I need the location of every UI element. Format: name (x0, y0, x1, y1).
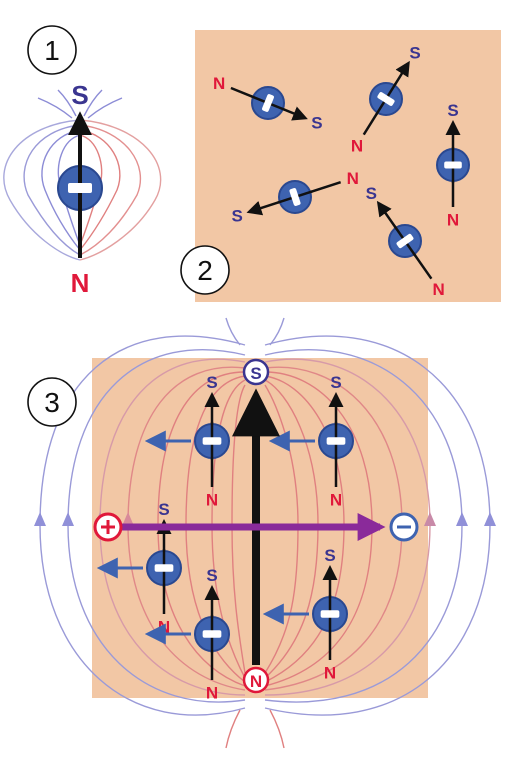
plus-circle-icon (93, 512, 123, 542)
field-line (225, 709, 241, 749)
electron-bar (262, 94, 274, 112)
badge-circle (27, 25, 77, 75)
pole-label-s: S (324, 546, 335, 565)
pole-label-s: S (409, 44, 420, 63)
pole-label-n: N (433, 280, 445, 299)
pole-label-s: S (71, 80, 88, 110)
electron-bar (202, 437, 222, 445)
pole-label-n: N (330, 491, 342, 510)
pole-label-n: N (71, 268, 90, 298)
panel-number: 3 (44, 387, 60, 418)
electron-bar (377, 92, 395, 106)
field-line (41, 129, 81, 251)
field-line (3, 119, 81, 261)
electron-bar (68, 183, 92, 193)
electron-magnet: SN (144, 373, 230, 510)
pole-label-s: S (232, 207, 243, 226)
pole-label-s: S (206, 566, 217, 585)
field-line (79, 129, 121, 251)
current-flow (93, 512, 419, 542)
main-n-pole-badge (242, 666, 270, 694)
pole-label-n: N (324, 664, 336, 683)
panel-number: 2 (197, 255, 213, 286)
field-arrow (62, 512, 74, 526)
field-line (269, 317, 285, 346)
electron-magnet: SN (144, 566, 230, 703)
electron-bar (326, 437, 346, 445)
main-s-pole-label: S (250, 364, 261, 383)
electron-magnet: SN (232, 169, 359, 226)
electron-bar (320, 610, 340, 618)
pole-label-n: N (347, 169, 359, 188)
field-line (23, 124, 81, 256)
electron-magnet: SN (96, 500, 182, 637)
badge-circle (180, 245, 230, 295)
field-line (79, 124, 142, 256)
panel-2-number-badge: 2 (180, 245, 230, 295)
pole-label-n: N (206, 684, 218, 703)
pole-label-n: N (206, 491, 218, 510)
panel-3-number-badge: 3 (27, 377, 77, 427)
panel-number: 1 (44, 35, 60, 66)
pole-label-n: N (213, 74, 225, 93)
electron-bar (444, 161, 462, 169)
minus-circle-icon (389, 512, 419, 542)
pole-label-s: S (206, 373, 217, 392)
electron-magnet: SN (366, 184, 445, 299)
electron-magnet: SN (436, 101, 470, 230)
pole-label-n: N (351, 136, 363, 155)
electron-bar (202, 630, 222, 638)
pole-label-s: S (330, 373, 341, 392)
panel-1-magnet: S N (57, 80, 103, 298)
main-s-pole-badge (242, 358, 270, 386)
panel-3-main-field: S N (232, 358, 280, 694)
field-arrow (456, 512, 468, 526)
field-arrow (122, 512, 134, 526)
field-line (225, 317, 241, 346)
pole-label-s: S (366, 184, 377, 203)
electron-magnet: SN (262, 546, 348, 683)
pole-label-s: S (447, 101, 458, 120)
field-line (269, 709, 285, 749)
panel-1-number-badge: 1 (27, 25, 77, 75)
field-line (79, 119, 162, 261)
pole-label-s: S (158, 500, 169, 519)
electron-magnet: SN (213, 74, 323, 133)
main-n-pole-label: N (250, 672, 262, 691)
electron-bar (289, 188, 301, 206)
badge-circle (27, 377, 77, 427)
pole-label-s: S (311, 114, 322, 133)
field-arrow (484, 512, 496, 526)
field-arrow (424, 512, 436, 526)
field-arrow (34, 512, 46, 526)
pole-label-n: N (447, 211, 459, 230)
electron-bar (154, 564, 174, 572)
electron-magnet: SN (268, 373, 354, 510)
electron-bar (396, 233, 414, 249)
electron-magnet: SN (351, 44, 421, 156)
